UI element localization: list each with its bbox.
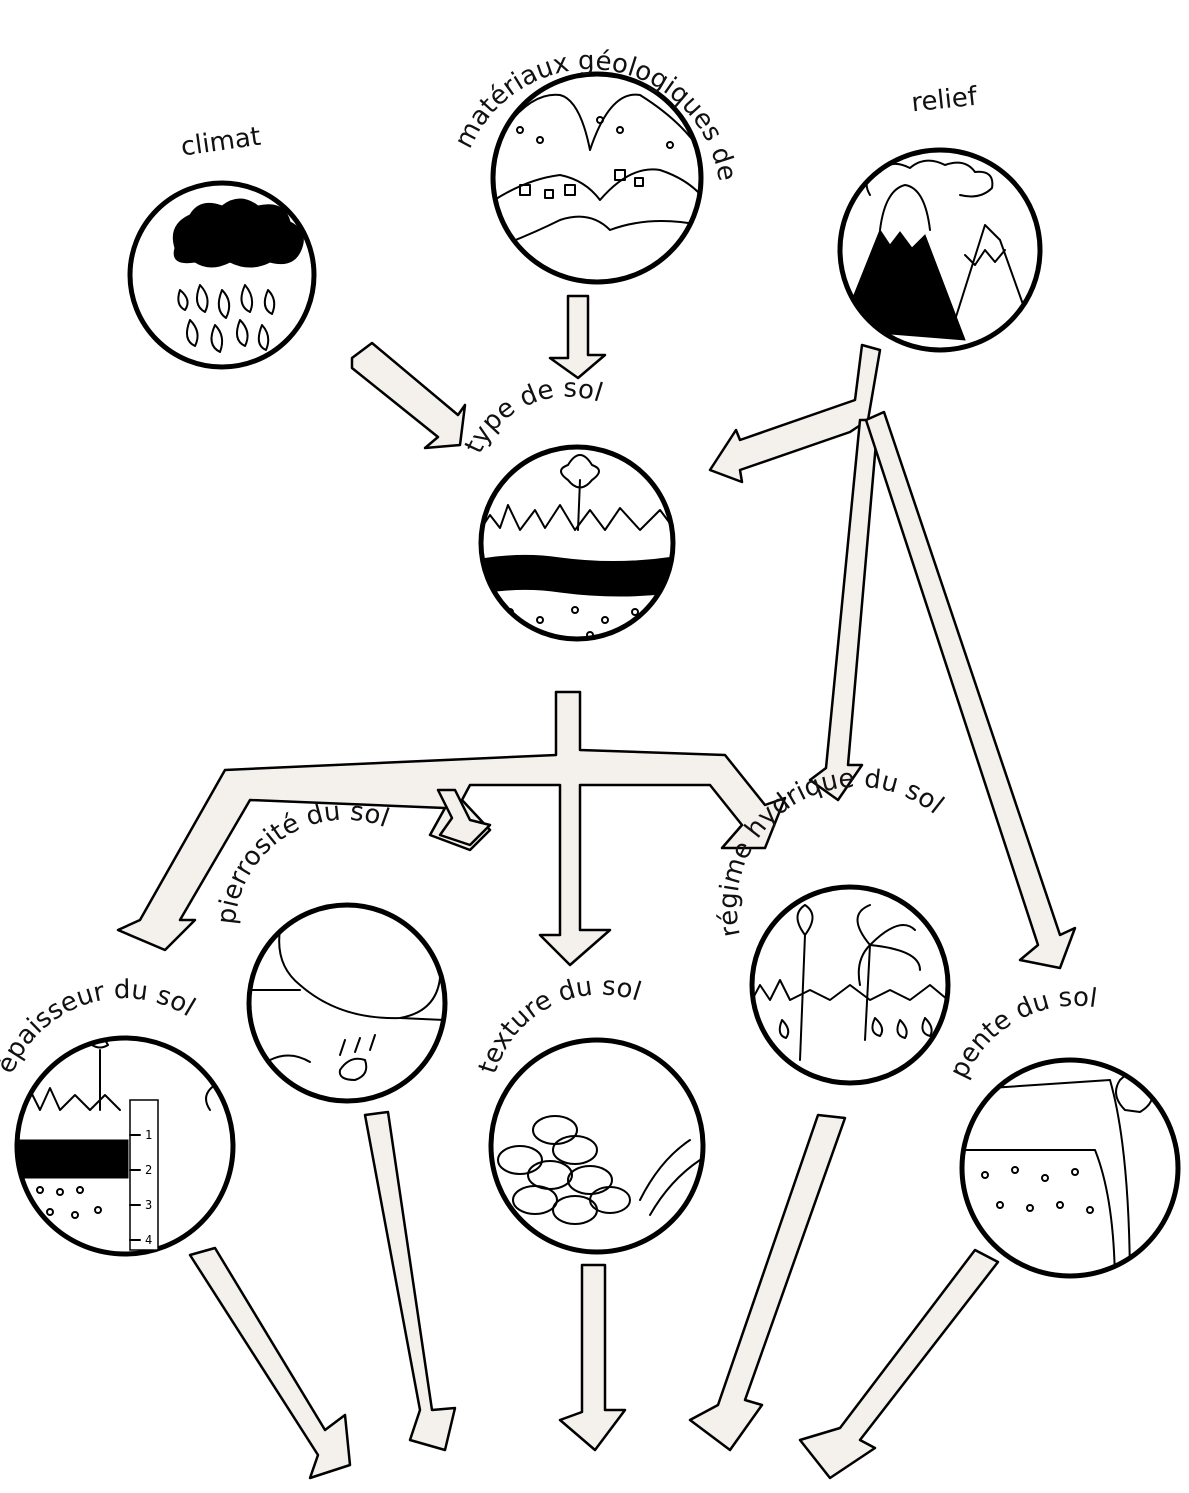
node-type-sol: type de sol	[459, 373, 680, 643]
node-materiaux: matériaux géologiques de surface	[0, 0, 743, 282]
arrow-relief-to-pente	[866, 412, 1075, 968]
ruler-tick-2: 2	[145, 1163, 152, 1177]
arrow-out-texture	[560, 1265, 625, 1450]
node-pente: pente du sol	[944, 982, 1178, 1290]
ruler-icon	[130, 1100, 158, 1250]
arrow-out-pierrosite	[365, 1112, 455, 1450]
label-climat: climat	[179, 122, 263, 163]
arrow-out-epaisseur	[190, 1248, 350, 1478]
ruler-tick-1: 1	[145, 1128, 152, 1142]
dark-horizon	[15, 1140, 128, 1178]
arrow-relief-to-regime	[810, 420, 878, 800]
label-relief: relief	[910, 82, 979, 119]
arrow-climat-to-type	[352, 343, 465, 448]
node-pierrosite: pierrosité du sol	[212, 797, 445, 1101]
arrow-materiaux-to-type	[550, 296, 605, 378]
arrow-relief-to-type	[710, 345, 880, 482]
ruler-tick-4: 4	[145, 1233, 152, 1247]
node-epaisseur: 1 2 3 4 épaisseur du sol	[0, 975, 238, 1254]
ruler-tick-3: 3	[145, 1198, 152, 1212]
node-relief: relief	[840, 82, 1040, 350]
arrow-out-regime	[690, 1115, 845, 1450]
arrow-out-pente	[800, 1250, 998, 1478]
dark-soil-horizon	[475, 555, 680, 596]
node-texture: texture du sol	[473, 971, 703, 1252]
node-climat: climat	[130, 122, 314, 367]
